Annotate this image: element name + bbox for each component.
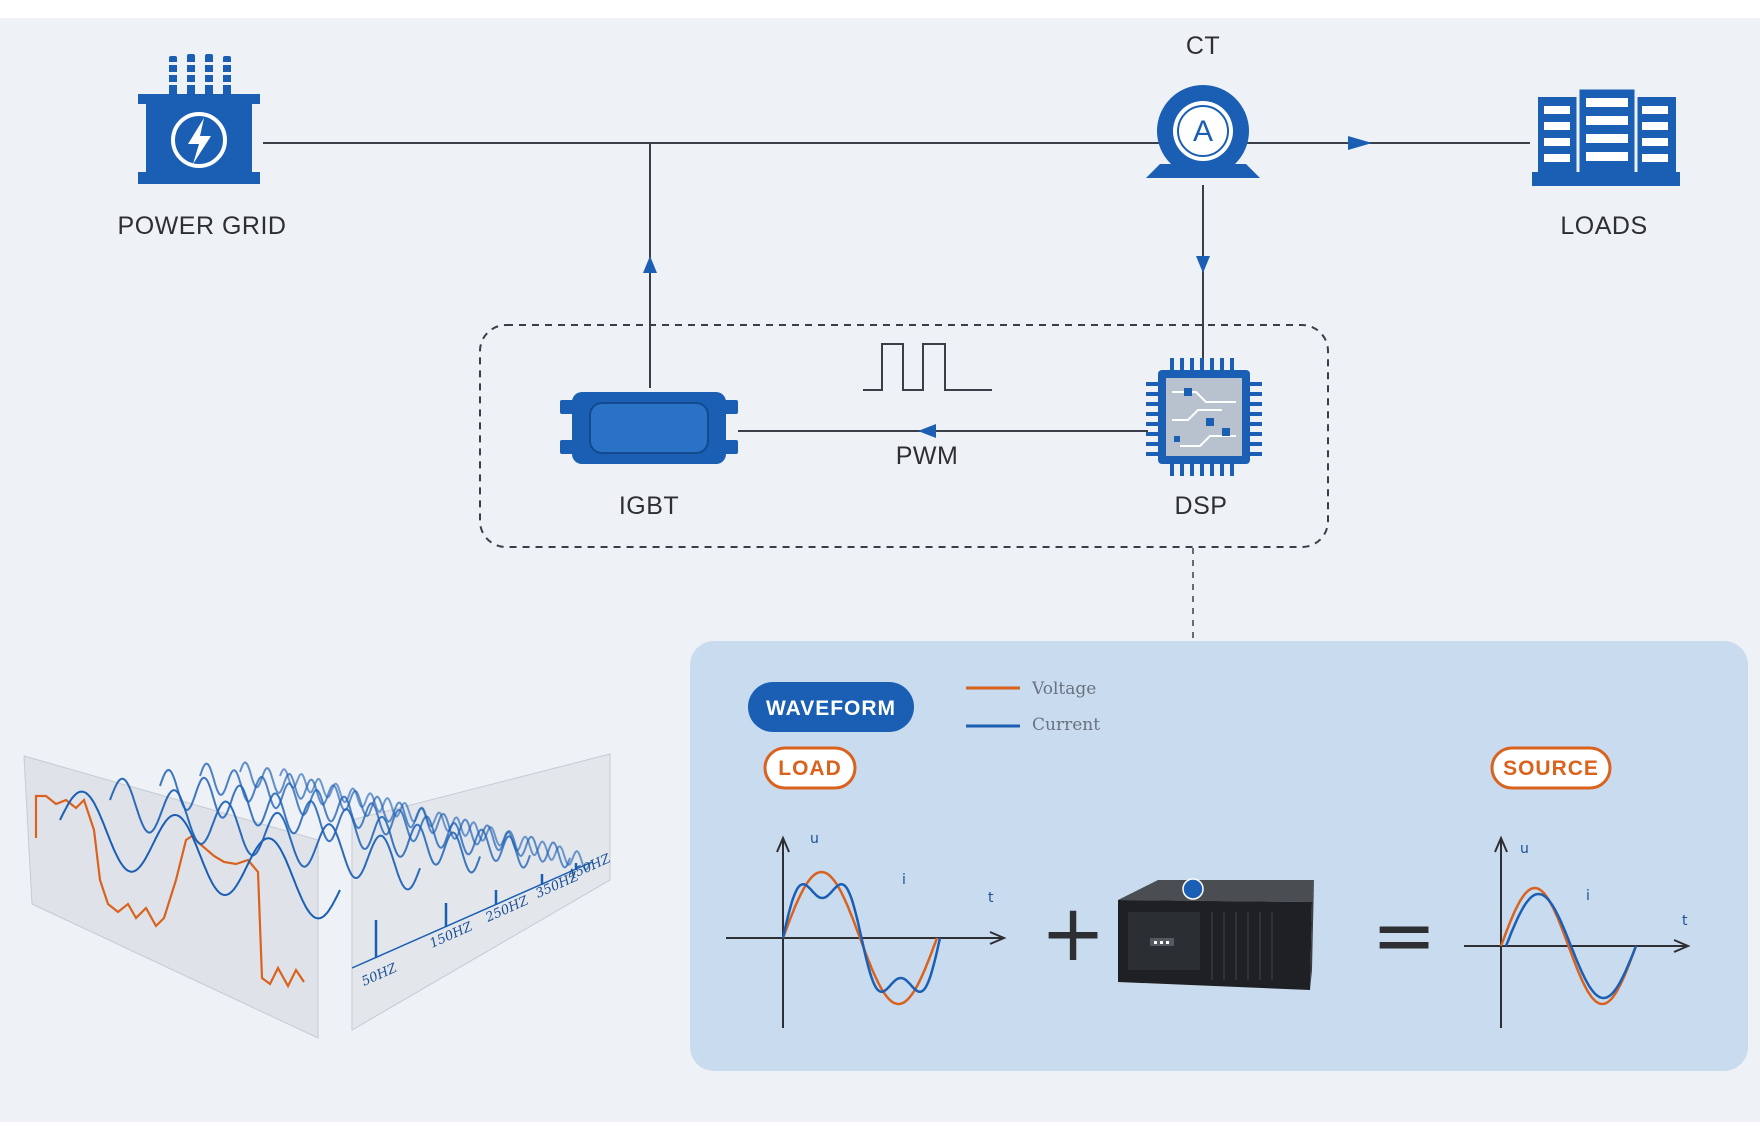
igbt-label: IGBT — [619, 492, 679, 520]
load-axis-t: t — [988, 890, 994, 906]
load-axis-i: i — [902, 872, 906, 888]
source-axis-t: t — [1682, 913, 1688, 929]
load-voltage-curve — [781, 870, 939, 1006]
load-badge — [763, 746, 857, 790]
waveform-panel — [690, 641, 1748, 1071]
spectrum-right-panel — [351, 753, 611, 1031]
legend-voltage-label: Voltage — [1031, 679, 1096, 699]
loads-building-icon — [1532, 86, 1680, 186]
pwm-arrow — [918, 424, 936, 438]
load-current-curve — [781, 883, 942, 993]
source-current-curve — [1504, 892, 1638, 1000]
pwm-pulse-icon — [863, 343, 992, 391]
ct-sensor-icon: A — [1146, 85, 1260, 178]
loads-label: LOADS — [1560, 212, 1647, 240]
plus-sign: + — [1040, 889, 1105, 979]
source-badge-label: SOURCE — [1503, 757, 1599, 780]
harmonic-spectrum-illustration: 50HZ 150HZ 250HZ 350HZ 450HZ — [23, 753, 614, 1039]
active-filter-device-icon — [1118, 878, 1314, 990]
spectrum-distorted-wave — [34, 794, 305, 989]
waveform-badge — [748, 682, 914, 732]
power-grid-icon — [138, 54, 260, 184]
ct-symbol: A — [1193, 115, 1213, 148]
pwm-label: PWM — [896, 442, 959, 470]
spectrum-harmonic-wave — [279, 768, 591, 871]
spectrum-harmonic-wave — [109, 777, 421, 891]
load-waveform-plot: u i t — [726, 831, 1007, 1028]
controller-boundary — [479, 324, 1329, 548]
ct-signal-arrow — [1196, 256, 1210, 273]
spectrum-harmonic-wave — [159, 768, 481, 874]
source-waveform-plot: u i t — [1464, 835, 1691, 1028]
spectrum-frequency-ticks — [374, 863, 578, 958]
spectrum-harmonic-wave — [59, 790, 341, 920]
legend-current-label: Current — [1032, 715, 1100, 735]
flow-arrow-to-loads — [1348, 136, 1372, 150]
ct-label: CT — [1186, 32, 1220, 60]
igbt-module-icon — [560, 392, 738, 464]
source-axis-u: u — [1520, 841, 1529, 857]
equals-sign: = — [1371, 891, 1436, 981]
load-badge-label: LOAD — [778, 757, 842, 780]
spectrum-harmonic-waves — [59, 761, 591, 920]
spectrum-frequency-axis — [351, 861, 593, 969]
injection-arrow — [643, 256, 657, 273]
dsp-label: DSP — [1175, 492, 1228, 520]
power-grid-label: POWER GRID — [118, 212, 287, 240]
source-voltage-curve — [1499, 886, 1638, 1006]
dsp-chip-icon — [1146, 358, 1262, 476]
source-badge — [1490, 746, 1612, 790]
waveform-badge-label: WAVEFORM — [766, 697, 896, 720]
source-axis-i: i — [1586, 888, 1590, 904]
load-axis-u: u — [810, 831, 819, 847]
